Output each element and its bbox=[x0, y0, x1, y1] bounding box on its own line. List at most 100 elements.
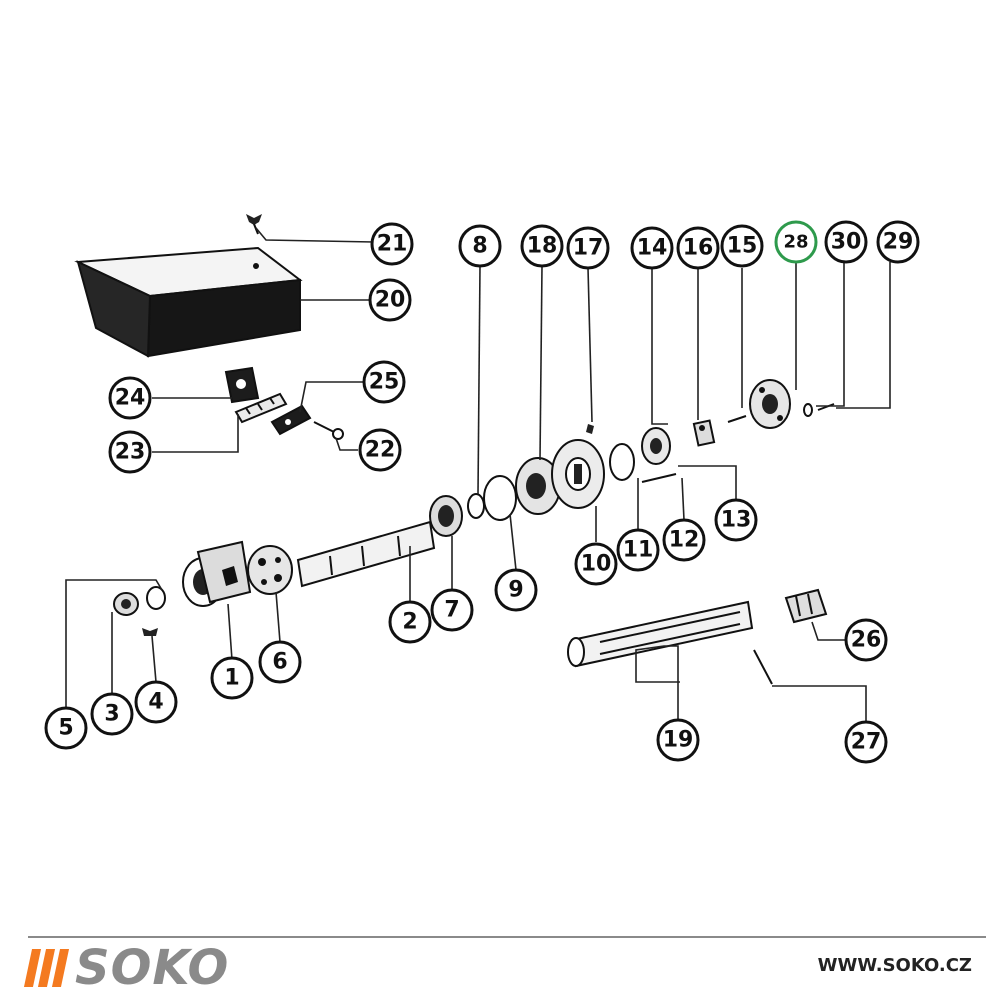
callout-label: 14 bbox=[637, 236, 668, 261]
part-ring-5 bbox=[146, 586, 166, 610]
callout-circle bbox=[774, 220, 818, 264]
callout-label: 23 bbox=[115, 440, 146, 465]
callout-21: 21 bbox=[370, 222, 414, 266]
callout-circle bbox=[258, 640, 302, 684]
part-screw-17 bbox=[586, 424, 594, 434]
callout-label: 30 bbox=[831, 230, 862, 255]
callout-18: 18 bbox=[520, 224, 564, 268]
exploded-parts-diagram: 1234567891011121314151617181920212223242… bbox=[44, 214, 920, 764]
callout-label: 26 bbox=[851, 628, 882, 653]
callout-label: 20 bbox=[375, 288, 406, 313]
callout-circle bbox=[108, 430, 152, 474]
callout-circle bbox=[574, 542, 618, 586]
callout-circle bbox=[134, 680, 178, 724]
part-bushing bbox=[113, 592, 139, 616]
callout-label: 1 bbox=[224, 666, 239, 691]
callout-label: 11 bbox=[623, 538, 654, 563]
callout-25: 25 bbox=[362, 360, 406, 404]
part-bolt-15 bbox=[727, 415, 747, 423]
callout-circle bbox=[676, 226, 720, 270]
callout-label: 18 bbox=[527, 234, 558, 259]
part-ring-11 bbox=[609, 443, 635, 481]
callout-label: 4 bbox=[148, 690, 163, 715]
callout-label: 22 bbox=[365, 438, 396, 463]
callout-14: 14 bbox=[630, 226, 674, 270]
callout-5: 5 bbox=[44, 706, 88, 750]
callout-24: 24 bbox=[108, 376, 152, 420]
part-yoke bbox=[182, 540, 252, 607]
callout-circle bbox=[656, 718, 700, 762]
callout-label: 13 bbox=[721, 508, 752, 533]
part-bolt-29 bbox=[817, 403, 835, 411]
part-cross-joint bbox=[247, 545, 293, 595]
callout-circle bbox=[388, 600, 432, 644]
callout-7: 7 bbox=[430, 588, 474, 632]
callout-circle bbox=[44, 706, 88, 750]
part-flange-hub-28 bbox=[749, 379, 791, 429]
parts-drawing bbox=[74, 214, 835, 685]
callout-6: 6 bbox=[258, 640, 302, 684]
callout-29: 29 bbox=[876, 220, 920, 264]
callout-28: 28 bbox=[774, 220, 818, 264]
callout-circle bbox=[494, 568, 538, 612]
callout-label: 6 bbox=[272, 650, 287, 675]
callout-label: 19 bbox=[663, 728, 694, 753]
callout-3: 3 bbox=[90, 692, 134, 736]
part-pin-12 bbox=[641, 473, 677, 483]
callout-circle bbox=[358, 428, 402, 472]
callout-circle bbox=[630, 226, 674, 270]
callout-label: 2 bbox=[402, 610, 417, 635]
callout-16: 16 bbox=[676, 226, 720, 270]
callout-label: 7 bbox=[444, 598, 459, 623]
callout-19: 19 bbox=[656, 718, 700, 762]
part-flange-18 bbox=[515, 457, 561, 515]
part-bracket bbox=[224, 366, 260, 404]
callout-17: 17 bbox=[566, 226, 610, 270]
callout-label: 3 bbox=[104, 702, 119, 727]
callout-label: 25 bbox=[369, 370, 400, 395]
callout-22: 22 bbox=[358, 428, 402, 472]
part-splined-shaft bbox=[296, 520, 436, 588]
callout-label: 10 bbox=[581, 552, 612, 577]
part-washer-30 bbox=[803, 403, 813, 417]
part-cotter-pin bbox=[753, 649, 773, 685]
callout-label: 28 bbox=[783, 232, 808, 253]
callout-circle bbox=[362, 360, 406, 404]
leader-lines bbox=[65, 227, 891, 726]
callout-15: 15 bbox=[720, 224, 764, 268]
website-link[interactable]: WWW.SOKO.CZ bbox=[817, 955, 972, 976]
callout-11: 11 bbox=[616, 528, 660, 572]
callout-27: 27 bbox=[844, 720, 888, 764]
callout-label: 17 bbox=[573, 236, 604, 261]
callout-circle bbox=[368, 278, 412, 322]
callout-circle bbox=[108, 376, 152, 420]
part-coupling-sleeve bbox=[784, 588, 828, 624]
callout-label: 5 bbox=[58, 716, 73, 741]
logo-mark-icon bbox=[23, 949, 70, 987]
part-guard-cover bbox=[74, 246, 303, 358]
part-long-shaft bbox=[567, 600, 754, 668]
callout-circle bbox=[430, 588, 474, 632]
callout-4: 4 bbox=[134, 680, 178, 724]
callout-label: 24 bbox=[115, 386, 146, 411]
callout-circle bbox=[566, 226, 610, 270]
callout-10: 10 bbox=[574, 542, 618, 586]
callout-1: 1 bbox=[210, 656, 254, 700]
part-key-16 bbox=[692, 419, 716, 447]
callout-label: 16 bbox=[683, 236, 714, 261]
callout-label: 27 bbox=[851, 730, 882, 755]
callout-23: 23 bbox=[108, 430, 152, 474]
callout-26: 26 bbox=[844, 618, 888, 662]
callout-label: 15 bbox=[727, 234, 758, 259]
part-ring-8 bbox=[467, 493, 485, 519]
part-plate bbox=[270, 404, 312, 436]
callout-13: 13 bbox=[714, 498, 758, 542]
callout-30: 30 bbox=[824, 220, 868, 264]
callout-9: 9 bbox=[494, 568, 538, 612]
part-circlip bbox=[483, 475, 517, 521]
part-wing-nut bbox=[142, 628, 158, 636]
callout-label: 29 bbox=[883, 230, 914, 255]
callout-label: 9 bbox=[508, 578, 523, 603]
callout-12: 12 bbox=[662, 518, 706, 562]
